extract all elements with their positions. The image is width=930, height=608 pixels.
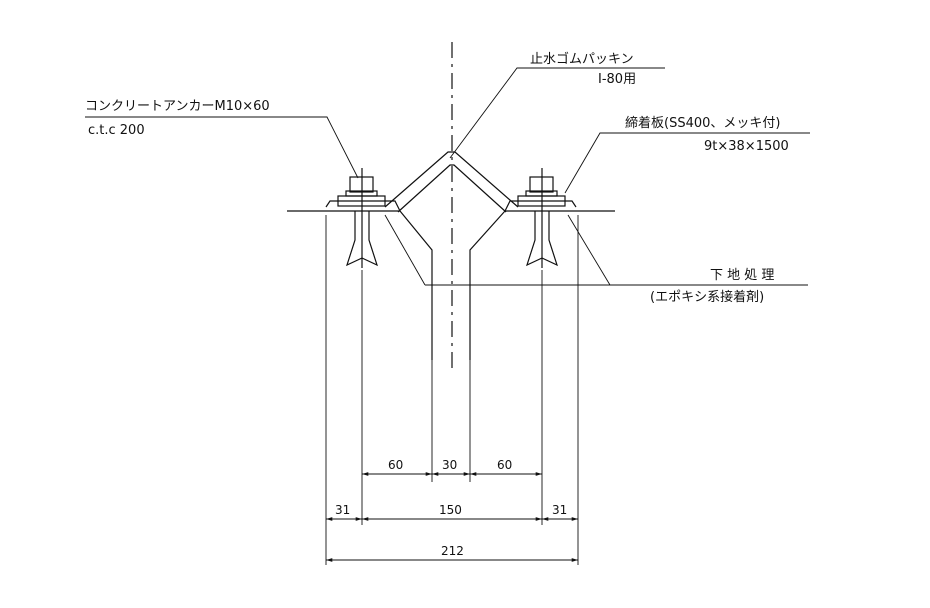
label-anchor-sub: c.t.c 200 [88,123,145,138]
leader-plate [564,132,810,194]
dim-30-text: 30 [442,458,457,472]
dim-60-right-text: 60 [497,458,512,472]
rubber-flange-right [504,200,577,212]
dim-31-left-text: 31 [335,503,350,517]
label-waterstop-sub: I-80用 [598,72,636,87]
label-primer-title: 下 地 処 理 [710,268,774,283]
dim-212-text: 212 [441,544,464,558]
waterstop-rubber-inner [397,164,507,213]
leader-primer-right [567,214,611,286]
dim-60-left-text: 60 [388,458,403,472]
label-primer-sub: (エポキシ系接着剤) [650,289,764,305]
label-anchor-title: コンクリートアンカーM10×60 [85,99,270,114]
dim-150-text: 150 [439,503,462,517]
label-plate-sub: 9t×38×1500 [704,139,789,154]
label-waterstop-title: 止水ゴムパッキン [530,51,634,67]
anchor-body-right [526,211,558,267]
label-plate-title: 締着板(SS400、メッキ付) [625,115,780,131]
slab-edge-right [469,210,506,360]
anchor-body-left [346,211,378,267]
leader-anchor [85,116,359,179]
waterstop-rubber [384,151,519,208]
leader-primer-left [384,214,426,286]
dim-31-right-text: 31 [552,503,567,517]
slab-edge-left [399,210,433,360]
leader-waterstop [449,67,665,159]
